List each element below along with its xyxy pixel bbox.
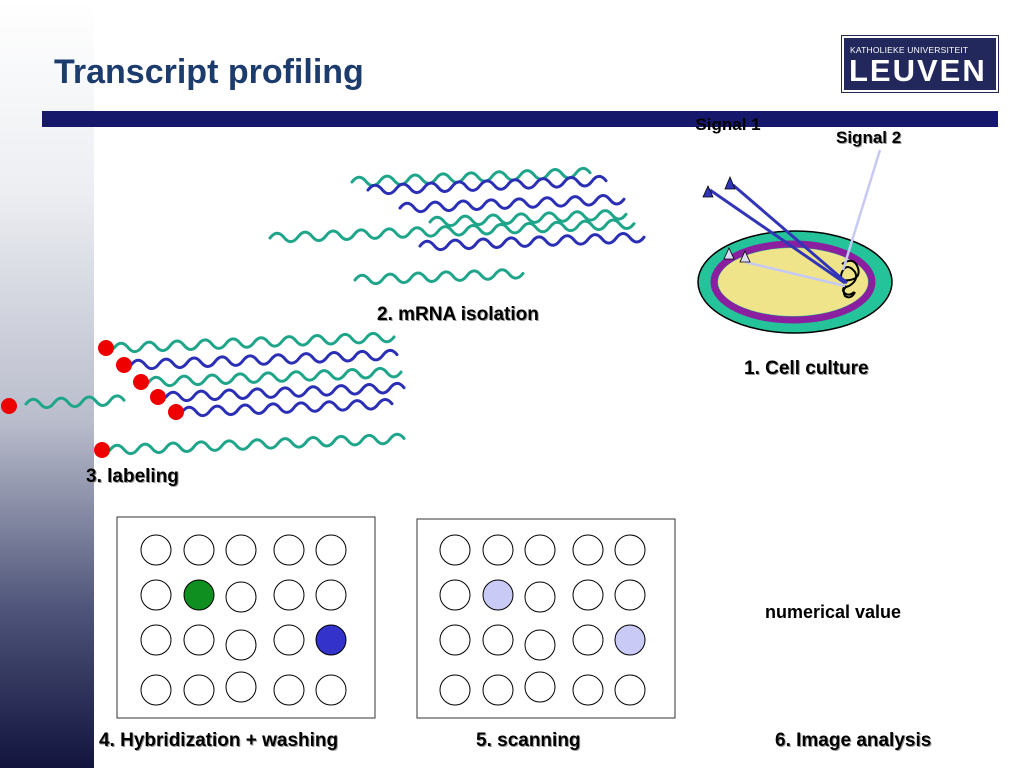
labeled-mrna-strand — [129, 348, 399, 371]
step-image-analysis-label: 6. Image analysis — [775, 730, 932, 751]
labeled-mrna-strand — [112, 331, 396, 354]
side-gradient-band — [0, 0, 94, 768]
labeled-mrna-strand — [164, 381, 406, 403]
hybridization-spot — [273, 674, 305, 706]
mrna-strand — [366, 174, 608, 196]
hybridization-spot — [183, 534, 215, 566]
scanning-spot — [524, 671, 556, 703]
signal1-molecule-a — [702, 185, 714, 198]
scanning-spot — [482, 534, 514, 566]
label-dot — [94, 442, 110, 458]
scanning-spot — [524, 581, 556, 613]
scanning-spot — [524, 629, 556, 661]
scanning-spot — [482, 674, 514, 706]
step-scanning-label: 5. scanning — [476, 730, 581, 751]
scanning-spot — [614, 579, 646, 611]
hybridization-spot — [225, 534, 257, 566]
university-logo: KATHOLIEKE UNIVERSITEIT LEUVEN — [841, 35, 999, 93]
hybridization-spot — [273, 579, 305, 611]
scanning-spot — [614, 534, 646, 566]
hybridization-spot — [273, 624, 305, 656]
scanning-spot — [614, 674, 646, 706]
scanning-spot — [572, 579, 604, 611]
labeled-strands-group — [1, 331, 406, 458]
cell-membrane — [710, 240, 876, 324]
mrna-strand — [398, 194, 626, 214]
numerical-value-label: numerical value — [765, 602, 902, 622]
mrna-strand — [268, 218, 636, 244]
mrna-strand — [428, 209, 628, 228]
hybridization-spot — [140, 534, 172, 566]
cell-receptor-b — [739, 250, 751, 263]
slide-title: Transcript profiling — [54, 53, 364, 91]
hybridization-spot — [225, 629, 257, 661]
step-mrna-isolation-label: 2. mRNA isolation — [377, 304, 539, 325]
signal1-label: Signal 1 — [695, 115, 761, 134]
label-dot — [168, 404, 184, 420]
hybridization-spot — [225, 671, 257, 703]
labeled-mrna-strand — [108, 432, 406, 456]
cell-culture-drawing — [697, 149, 893, 334]
scanning-spot — [572, 534, 604, 566]
logo-top-text: KATHOLIEKE UNIVERSITEIT — [850, 45, 969, 55]
step-hybridization-label: 4. Hybridization + washing — [99, 730, 339, 751]
mrna-strand — [418, 232, 646, 252]
signal1-arrow-a — [709, 188, 846, 285]
signal2-label: Signal 2 — [836, 128, 902, 147]
labeled-mrna-strand — [147, 366, 403, 388]
labeled-mrna-strand — [180, 398, 394, 418]
label-dot — [1, 398, 17, 414]
step-cell-culture-label: 1. Cell culture — [744, 358, 869, 379]
scanning-spot — [439, 674, 471, 706]
cell-nucleus-dna — [840, 259, 860, 299]
scanning-spot — [482, 624, 514, 656]
hybridization-spot — [315, 579, 347, 611]
signal2-arrow — [841, 149, 882, 271]
hybridization-spot — [183, 579, 215, 611]
mrna-strands-group — [268, 166, 646, 286]
scanning-spot — [439, 624, 471, 656]
hybridization-spot — [315, 674, 347, 706]
signal1-arrow-b — [732, 183, 848, 285]
cell-receptor-arrow — [744, 260, 846, 288]
hybridization-spot — [315, 624, 347, 656]
label-dot — [150, 389, 166, 405]
labeled-mrna-strand — [24, 394, 126, 410]
scanning-spot — [482, 579, 514, 611]
scanning-spot — [614, 624, 646, 656]
scanning-spot — [572, 674, 604, 706]
hybridization-spot — [140, 674, 172, 706]
step-labeling-label: 3. labeling — [86, 466, 179, 487]
scanning-array-spots — [439, 534, 646, 706]
hybridization-array-spots — [140, 534, 347, 706]
scanning-spot — [524, 534, 556, 566]
label-dot — [116, 357, 132, 373]
scanning-spot — [439, 534, 471, 566]
mrna-strand — [350, 166, 592, 188]
hybridization-spot — [140, 579, 172, 611]
signal1-molecule-b — [724, 175, 736, 190]
hybridization-spot — [273, 534, 305, 566]
scanning-spot — [439, 579, 471, 611]
title-divider-bar — [42, 111, 998, 127]
hybridization-spot — [140, 624, 172, 656]
hybridization-spot — [225, 581, 257, 613]
logo-main-text: LEUVEN — [849, 53, 987, 88]
hybridization-spot — [183, 624, 215, 656]
scanning-spot — [572, 624, 604, 656]
mrna-strand — [353, 268, 525, 286]
hybridization-spot — [315, 534, 347, 566]
label-dot — [98, 340, 114, 356]
label-dot — [133, 374, 149, 390]
cell-receptor-a — [723, 247, 735, 260]
hybridization-spot — [183, 674, 215, 706]
